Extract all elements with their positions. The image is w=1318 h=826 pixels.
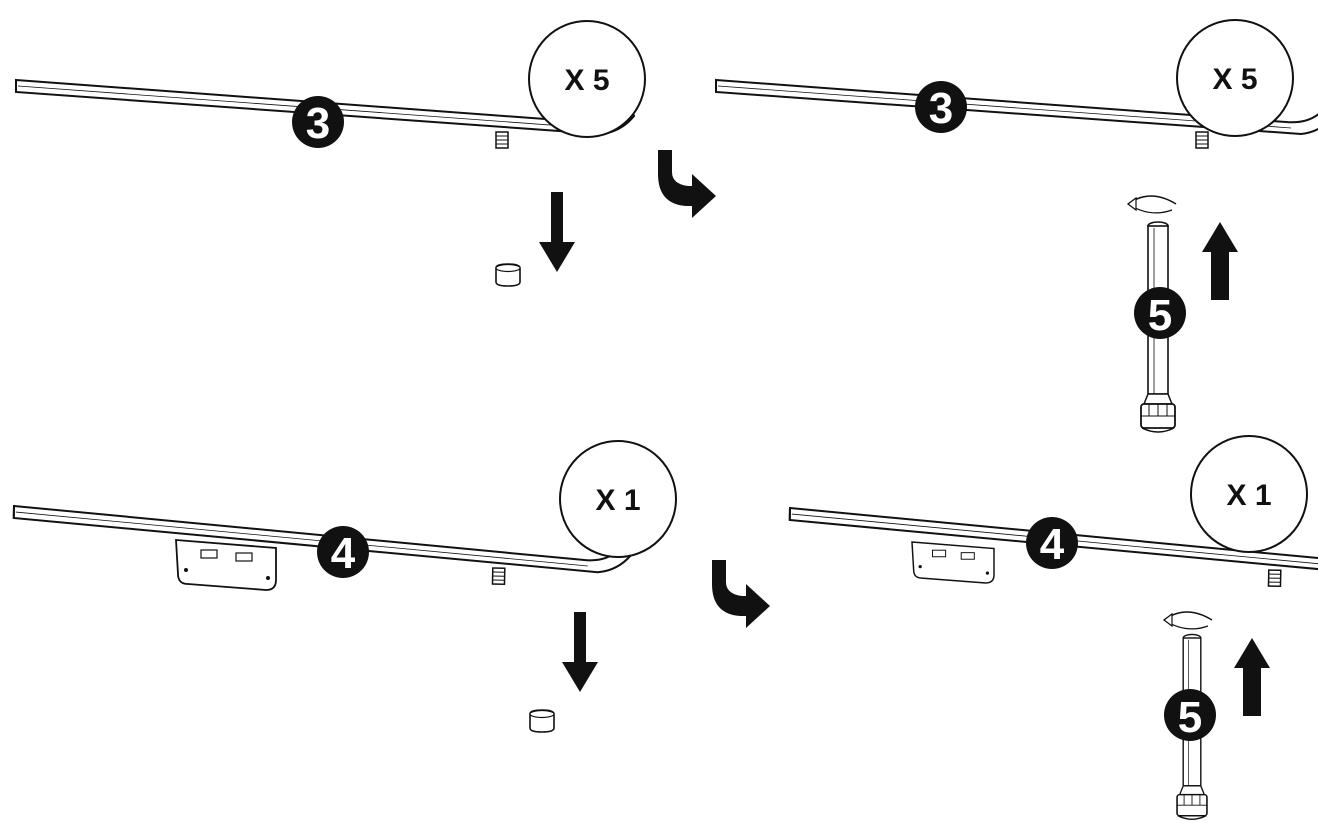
- quantity-callout: X 1: [1190, 435, 1308, 553]
- step-1-remove-cap: 3 X 5: [15, 20, 646, 287]
- insert-up-arrow-icon: [1234, 638, 1270, 716]
- mounting-bracket: [911, 541, 995, 584]
- step-2-remove-cap: 4 X 1: [11, 440, 677, 733]
- quantity-callout: X 5: [528, 20, 646, 138]
- part-badge: 4: [317, 526, 369, 578]
- next-step-curved-arrow-icon: [658, 150, 716, 218]
- next-step-curved-arrow-icon: [712, 560, 770, 628]
- step-2-attach-leg: 4 X 1 5: [787, 435, 1318, 821]
- cap-icon: [495, 263, 521, 287]
- part-badge: 3: [915, 81, 967, 133]
- part-badge: 4: [1026, 517, 1078, 569]
- svg-text:5: 5: [1178, 693, 1202, 742]
- svg-text:4: 4: [1040, 520, 1065, 569]
- quantity-callout: X 5: [1176, 19, 1294, 137]
- rotate-screw-icon: [1163, 611, 1213, 630]
- svg-text:3: 3: [929, 84, 953, 133]
- part-badge: 5: [1164, 689, 1216, 742]
- cap-icon: [529, 709, 555, 733]
- svg-text:X 1: X 1: [1226, 479, 1271, 512]
- svg-text:X 5: X 5: [1212, 63, 1257, 96]
- svg-text:X 1: X 1: [595, 484, 640, 517]
- svg-text:3: 3: [306, 99, 330, 148]
- remove-cap-arrow-icon: [562, 612, 598, 692]
- svg-text:5: 5: [1148, 291, 1172, 340]
- part-badge: 5: [1134, 287, 1186, 340]
- svg-text:4: 4: [331, 529, 356, 578]
- insert-up-arrow-icon: [1202, 222, 1238, 300]
- quantity-callout: X 1: [559, 440, 677, 558]
- remove-cap-arrow-icon: [539, 192, 575, 272]
- part-badge: 3: [292, 96, 344, 148]
- rotate-screw-icon: [1127, 195, 1177, 214]
- step-1-attach-leg: 3 X 5 5: [715, 19, 1318, 433]
- mounting-bracket: [175, 539, 277, 591]
- svg-text:X 5: X 5: [564, 64, 609, 97]
